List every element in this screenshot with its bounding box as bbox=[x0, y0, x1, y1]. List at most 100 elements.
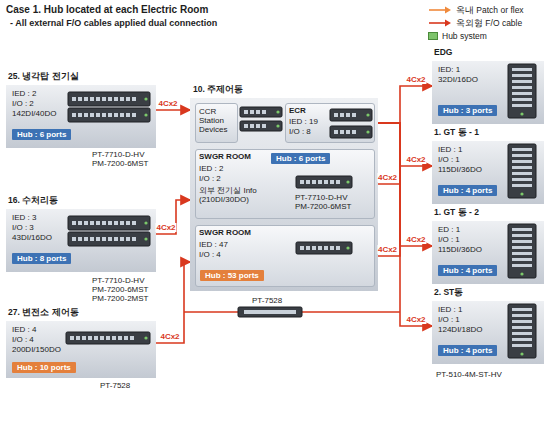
device-body bbox=[508, 144, 536, 198]
legend-arrowhead bbox=[445, 7, 451, 14]
fiber-connector bbox=[375, 86, 432, 123]
device-port bbox=[72, 113, 76, 117]
room-panel: EDGIED: 132DI/16DOHub : 3 ports bbox=[432, 48, 544, 124]
node-text: 200DI/150DO bbox=[12, 345, 61, 354]
fiber-connector bbox=[375, 123, 432, 326]
room-box: CCR Station Devices bbox=[195, 103, 238, 143]
hub-badge: Hub : 6 ports bbox=[12, 129, 71, 140]
device-port bbox=[84, 237, 88, 241]
cable-label: 4Cx2 bbox=[405, 315, 426, 324]
device-port bbox=[78, 221, 82, 225]
device-port bbox=[120, 113, 124, 117]
legend-text: 옥내 Patch or flex bbox=[456, 5, 524, 15]
device-port bbox=[312, 246, 316, 250]
device-port bbox=[300, 246, 304, 250]
device-port bbox=[76, 336, 80, 340]
legend-text: Hub system bbox=[442, 31, 487, 41]
device-led bbox=[346, 246, 349, 249]
node-text: IED : 4 bbox=[12, 325, 36, 334]
device-port bbox=[94, 336, 98, 340]
device-led bbox=[144, 113, 147, 116]
device-port bbox=[512, 338, 532, 341]
node-text: Hub : 6 ports bbox=[276, 154, 325, 163]
device-port bbox=[114, 237, 118, 241]
fiber-connector bbox=[375, 123, 400, 256]
device-port bbox=[340, 113, 344, 117]
device-body bbox=[330, 126, 372, 138]
node-text: I/O : 3 bbox=[12, 223, 34, 232]
device-port bbox=[318, 246, 322, 250]
device-port bbox=[512, 68, 532, 71]
device-port bbox=[512, 228, 532, 231]
device-port bbox=[126, 113, 130, 117]
device-led bbox=[144, 237, 147, 240]
device-led bbox=[144, 336, 147, 339]
device-led bbox=[144, 221, 147, 224]
node-text: 2. ST동 bbox=[434, 288, 463, 297]
device-label: PT-7710-D-HV PM-7200-6MST bbox=[295, 193, 361, 211]
device-body bbox=[68, 216, 150, 230]
device-port bbox=[512, 154, 532, 157]
device-port bbox=[250, 124, 254, 128]
device-label: PT-7710-D-HV PM-7200-6MST PM-7200-2MST bbox=[92, 276, 158, 303]
device-body bbox=[508, 64, 536, 118]
device-led bbox=[520, 272, 523, 275]
device-port bbox=[84, 221, 88, 225]
device-label: PT-7528 bbox=[252, 296, 282, 305]
device-port bbox=[512, 252, 532, 255]
node-text: Hub : 3 ports bbox=[443, 106, 492, 115]
device-port bbox=[124, 336, 128, 340]
device-port bbox=[102, 113, 106, 117]
device-port bbox=[120, 237, 124, 241]
device-port bbox=[346, 130, 350, 134]
device-port bbox=[72, 97, 76, 101]
device-port bbox=[512, 92, 532, 95]
device-port bbox=[114, 113, 118, 117]
device-led bbox=[520, 192, 523, 195]
device-port bbox=[108, 221, 112, 225]
node-text: Hub : 4 ports bbox=[443, 186, 492, 195]
device-port bbox=[114, 221, 118, 225]
device-port bbox=[244, 124, 248, 128]
device-port bbox=[132, 237, 136, 241]
legend-row: 옥외형 F/O cable bbox=[428, 18, 522, 28]
node-text: ED : 1 bbox=[438, 225, 460, 234]
cable-label: 4Cx2 bbox=[405, 235, 426, 244]
device-port bbox=[130, 336, 134, 340]
device-port bbox=[126, 97, 130, 101]
node-text: 1. GT 동 - 2 bbox=[434, 208, 479, 217]
room-panel: 27. 변전소 제어동IED : 4I/O : 4200DI/150DOHub … bbox=[6, 308, 156, 378]
device-port bbox=[256, 124, 260, 128]
hub-badge: Hub : 3 ports bbox=[438, 105, 497, 116]
fiber-connector bbox=[375, 123, 432, 246]
node-text: I/O : 1 bbox=[438, 235, 460, 244]
node-text: IED : 2 bbox=[12, 89, 36, 98]
node-text: 142DI/40DO bbox=[12, 109, 56, 118]
device-port bbox=[132, 221, 136, 225]
fiber-connector bbox=[375, 123, 432, 166]
cable-label: 4Cx2 bbox=[405, 155, 426, 164]
device-port bbox=[132, 113, 136, 117]
hub-badge: Hub : 4 ports bbox=[438, 185, 497, 196]
node-text: EDG bbox=[434, 48, 452, 57]
node-text: 10. 주제어동 bbox=[193, 85, 243, 94]
device-body bbox=[68, 92, 150, 106]
device-led bbox=[346, 180, 349, 183]
node-text: I/O : 2 bbox=[199, 174, 221, 183]
device-port bbox=[512, 258, 532, 261]
device-port bbox=[346, 113, 350, 117]
device-port bbox=[70, 336, 74, 340]
hub-badge: Hub : 4 ports bbox=[438, 345, 497, 356]
node-text: IED : 1 bbox=[438, 305, 462, 314]
device-port bbox=[512, 172, 532, 175]
device-body bbox=[296, 176, 352, 188]
switch-icon bbox=[238, 307, 302, 317]
cable-label: 4Cx2 bbox=[377, 245, 398, 254]
device-port bbox=[108, 237, 112, 241]
node-text: 27. 변전소 제어동 bbox=[8, 308, 79, 317]
device-port bbox=[512, 148, 532, 151]
room-panel: 16. 수처리동IED : 3I/O : 343DI/16DOHub : 8 p… bbox=[6, 196, 156, 272]
node-text: I/O : 8 bbox=[289, 127, 311, 136]
device-port bbox=[244, 110, 248, 114]
device-led bbox=[520, 112, 523, 115]
